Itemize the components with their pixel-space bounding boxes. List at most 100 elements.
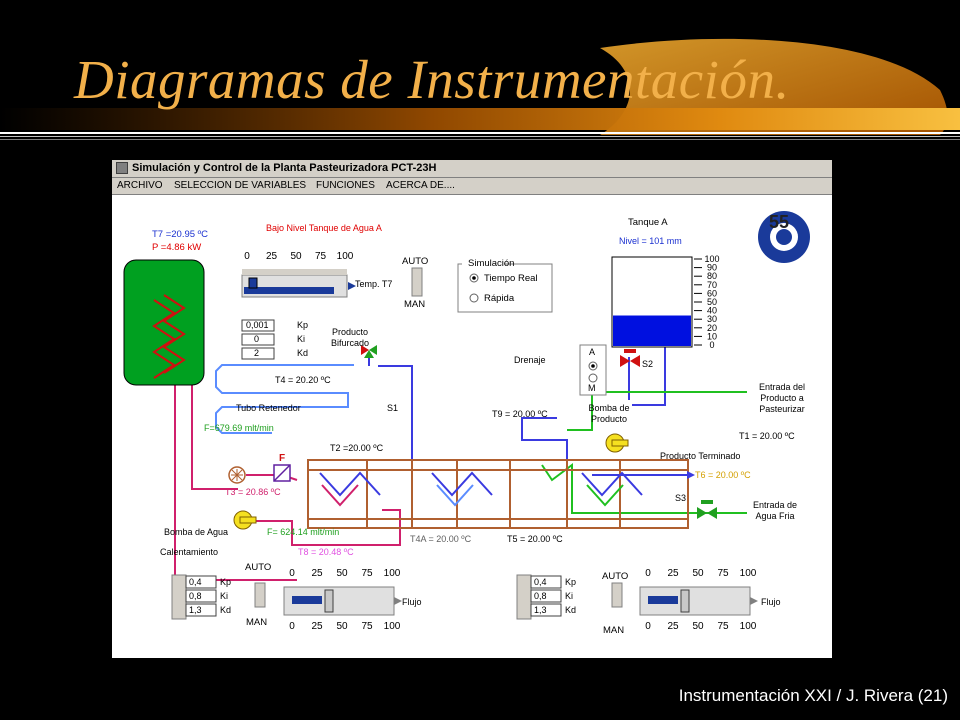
flow-marker-f: F — [279, 453, 285, 464]
t2-readout: T2 =20.00 ºC — [330, 443, 384, 453]
tank-a-water — [613, 315, 691, 346]
left-kp-label: Kp — [220, 577, 231, 587]
level-scale-tick: 10 — [707, 331, 717, 341]
simulation-group-box — [457, 263, 553, 313]
producto-bifurcado-2: Bifurcado — [331, 338, 369, 348]
top-pid-ki-box[interactable] — [241, 333, 275, 346]
radio-rapida[interactable] — [469, 293, 479, 303]
level-scale-tick: 40 — [707, 306, 717, 316]
pipe-heating-return — [191, 385, 238, 490]
valve-mode-m: M — [588, 383, 596, 393]
arrow-product-finished — [687, 471, 695, 479]
left-pid-spinners[interactable] — [171, 574, 187, 620]
app-icon[interactable] — [116, 162, 128, 174]
top-slider-thumb[interactable] — [248, 277, 258, 289]
right-scale-tick-top: 50 — [692, 568, 704, 579]
tubo-retenedor-label: Tubo Retenedor — [236, 403, 301, 413]
level-scale-tick: 80 — [707, 271, 717, 281]
level-scale-tick: 20 — [707, 323, 717, 333]
menu-acerca-de[interactable]: ACERCA DE.... — [386, 180, 455, 191]
level-scale-tick: 50 — [707, 297, 717, 307]
heater-coil — [152, 299, 176, 379]
radio-valve-man[interactable] — [588, 373, 598, 383]
divider-line-3 — [0, 139, 960, 140]
right-scale-tick-bottom: 50 — [692, 621, 704, 632]
top-man-label: MAN — [404, 299, 425, 310]
top-pid-kd-box[interactable] — [241, 347, 275, 360]
left-kd-label: Kd — [220, 605, 231, 615]
left-man-label: MAN — [246, 617, 267, 628]
left-pid-kp-box[interactable] — [185, 575, 217, 589]
right-slider-arrow — [750, 597, 758, 605]
right-scale-tick-top: 0 — [645, 568, 651, 579]
valve-s1[interactable] — [361, 345, 377, 358]
level-scale-tick: 0 — [709, 340, 714, 350]
temp-t7-label: Temp. T7 — [355, 279, 392, 289]
level-scale-tick: 90 — [707, 263, 717, 273]
pipe-product-inlet — [567, 391, 747, 431]
left-pid-kd-box[interactable] — [185, 603, 217, 617]
entrada-agua-2: Agua Fria — [755, 511, 794, 521]
top-scale-tick: 100 — [337, 251, 354, 262]
window-titlebar[interactable]: Simulación y Control de la Planta Pasteu… — [112, 160, 832, 178]
left-pid-ki-box[interactable] — [185, 589, 217, 603]
slide-title: Diagramas de Instrumentación. — [74, 49, 790, 110]
divider-line-1 — [0, 132, 960, 134]
right-pid-kd-box[interactable] — [530, 603, 562, 617]
s3-label: S3 — [675, 493, 686, 503]
pipe-cold-water — [541, 463, 747, 514]
left-slider-thumb[interactable] — [324, 589, 334, 613]
right-kd-value: 1,3 — [534, 605, 547, 615]
top-pid-kp-box[interactable] — [241, 319, 275, 332]
top-kd-value: 2 — [254, 348, 259, 358]
window-title: Simulación y Control de la Planta Pasteu… — [132, 162, 437, 174]
sim-real-label: Tiempo Real — [484, 273, 538, 284]
left-scale-tick-top: 75 — [361, 568, 373, 579]
t6-readout: T6 = 20.00 ºC — [695, 470, 751, 480]
flow-water-readout: F= 624.14 mlt/min — [267, 527, 339, 537]
pump-water[interactable] — [233, 510, 257, 530]
right-pid-spinners[interactable] — [516, 574, 532, 620]
top-slider-bar — [244, 287, 334, 294]
pipe-s1-to-exchanger — [378, 365, 422, 461]
tank-a — [611, 256, 693, 348]
right-slider-thumb[interactable] — [680, 589, 690, 613]
left-scale-tick-bottom: 0 — [289, 621, 295, 632]
menu-archivo[interactable]: ARCHIVO — [117, 180, 163, 191]
left-auto-label: AUTO — [245, 562, 271, 573]
right-pid-kp-box[interactable] — [530, 575, 562, 589]
valve-s2[interactable] — [620, 349, 640, 367]
valve-mode-a: A — [589, 347, 595, 357]
right-scale-tick-bottom: 75 — [717, 621, 729, 632]
right-kp-label: Kp — [565, 577, 576, 587]
t4-readout: T4 = 20.20 ºC — [275, 375, 331, 385]
top-kp-value: 0,001 — [246, 320, 269, 330]
heater-tank — [123, 259, 205, 386]
menu-funciones[interactable]: FUNCIONES — [316, 180, 375, 191]
right-auto-man-switch[interactable] — [611, 582, 623, 608]
right-pid-ki-box[interactable] — [530, 589, 562, 603]
left-auto-man-switch[interactable] — [254, 582, 266, 608]
top-ki-value: 0 — [254, 334, 259, 344]
valve-s3[interactable] — [697, 500, 717, 519]
t1-readout: T1 = 20.00 ºC — [739, 431, 795, 441]
pump-product[interactable] — [605, 433, 629, 453]
level-scale-tick: 60 — [707, 288, 717, 298]
top-scale-tick: 75 — [315, 251, 327, 262]
pipe-water-pump — [252, 509, 401, 546]
producto-bifurcado-1: Producto — [332, 327, 368, 337]
right-scale-tick-top: 75 — [717, 568, 729, 579]
right-scale-tick-bottom: 25 — [667, 621, 679, 632]
t3-readout: T3 = 20.86 ºC — [225, 487, 281, 497]
level-readout: Nivel = 101 mm — [619, 236, 682, 246]
left-slider-bar — [292, 596, 322, 604]
s2-label: S2 — [642, 359, 653, 369]
menu-seleccion-variables[interactable]: SELECCION DE VARIABLES — [174, 180, 307, 191]
left-kp-value: 0,4 — [189, 577, 202, 587]
top-auto-man-switch[interactable] — [411, 267, 423, 297]
left-flujo-label: Flujo — [402, 597, 422, 607]
left-scale-tick-bottom: 50 — [336, 621, 348, 632]
right-kp-value: 0,4 — [534, 577, 547, 587]
